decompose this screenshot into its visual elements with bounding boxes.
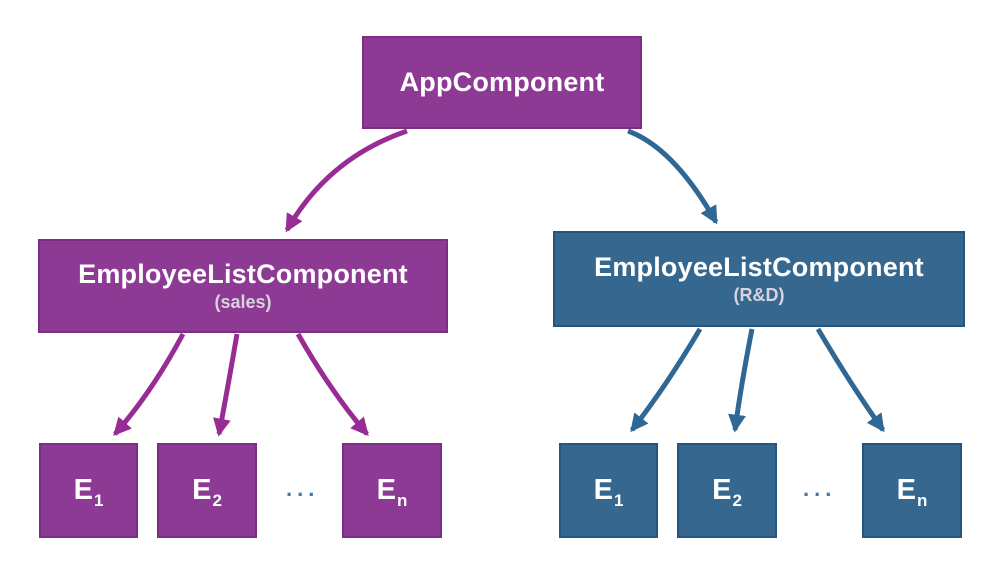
- employee-list-rnd-title: EmployeeListComponent: [594, 251, 924, 282]
- arrow-sales-to-e2: [213, 333, 240, 437]
- sales-employee-1-label: E1: [73, 474, 104, 510]
- rnd-employee-n-label: En: [896, 474, 928, 510]
- employee-list-rnd-node: EmployeeListComponent (R&D): [553, 231, 965, 327]
- sales-employee-1-node: E1: [39, 443, 138, 538]
- employee-list-sales-title: EmployeeListComponent: [78, 258, 408, 289]
- rnd-employee-2-label: E2: [712, 474, 742, 510]
- sales-employee-2-node: E2: [157, 443, 257, 538]
- arrow-rnd-to-e1: [630, 327, 703, 433]
- arrow-rnd-to-en: [815, 327, 886, 433]
- rnd-employee-2-node: E2: [677, 443, 777, 538]
- rnd-employee-1-node: E1: [559, 443, 658, 538]
- sales-employee-n-node: En: [342, 443, 442, 538]
- app-component-title: AppComponent: [399, 66, 605, 97]
- arrow-rnd-to-e2: [728, 328, 755, 433]
- rnd-employee-n-node: En: [862, 443, 962, 538]
- employee-list-sales-node: EmployeeListComponent (sales): [38, 239, 448, 333]
- arrow-app-to-rnd: [627, 128, 719, 225]
- arrow-app-to-sales: [284, 128, 408, 233]
- rnd-employee-1-label: E1: [593, 474, 624, 510]
- arrow-sales-to-e1: [113, 332, 186, 437]
- arrow-sales-to-en: [295, 332, 369, 437]
- app-component-node: AppComponent: [362, 36, 642, 129]
- sales-employee-2-label: E2: [192, 474, 222, 510]
- employee-list-sales-subtitle: (sales): [214, 291, 272, 312]
- employee-list-rnd-subtitle: (R&D): [733, 284, 785, 305]
- sales-employee-n-label: En: [376, 474, 408, 510]
